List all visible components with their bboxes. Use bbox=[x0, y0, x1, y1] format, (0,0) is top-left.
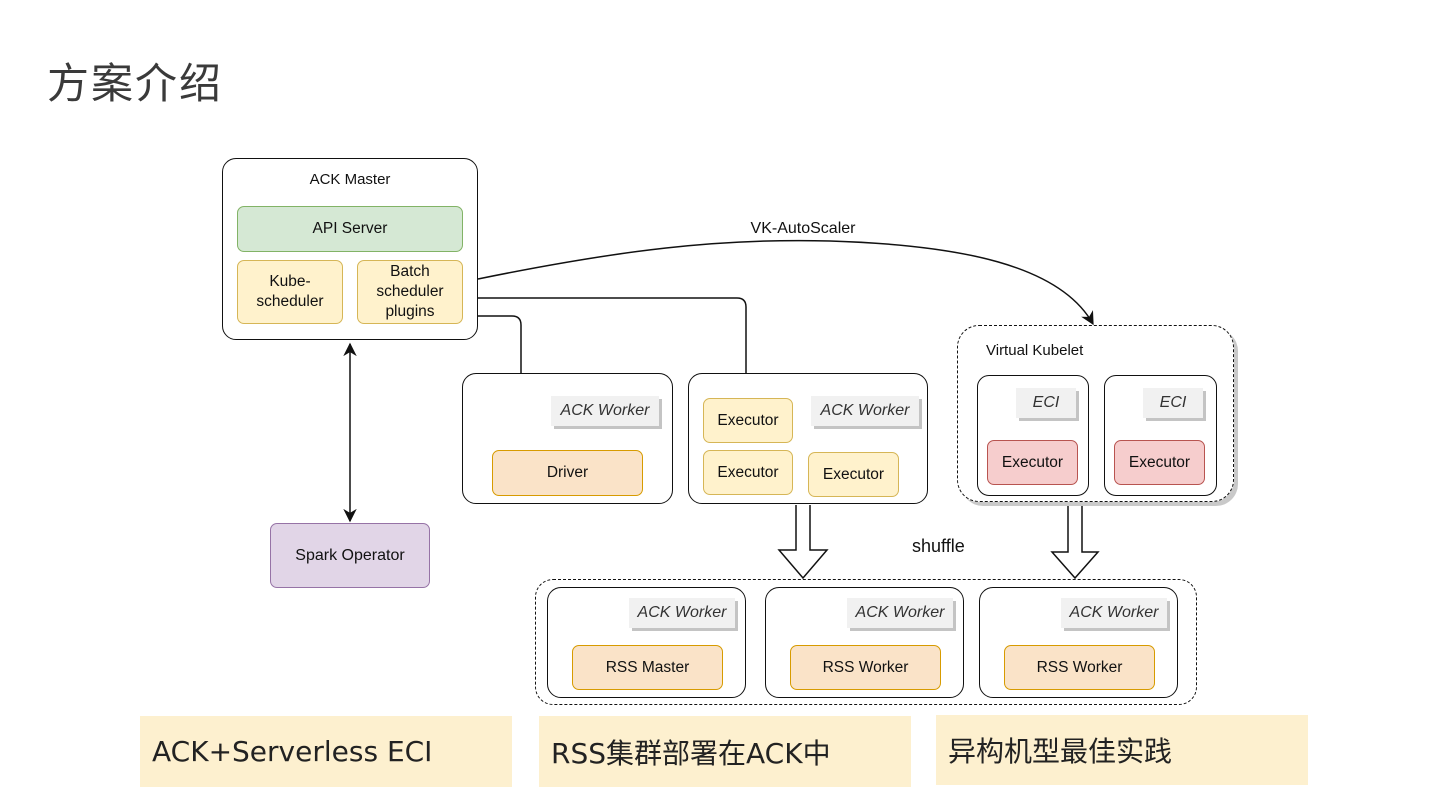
ack-worker-rss-node: ACK Worker RSS Worker bbox=[979, 587, 1178, 698]
ack-master-node: ACK Master API Server Kube- scheduler Ba… bbox=[222, 158, 478, 340]
shuffle-arrow-left bbox=[777, 505, 829, 580]
kube-scheduler-node[interactable]: Kube- scheduler bbox=[237, 260, 343, 324]
vk-autoscaler-label: VK-AutoScaler bbox=[750, 220, 856, 237]
ack-worker-executor-node: ACK Worker Executor Executor Executor bbox=[688, 373, 928, 504]
driver-node[interactable]: Driver bbox=[492, 450, 643, 496]
rss-cluster-group: ACK Worker RSS Master ACK Worker RSS Wor… bbox=[535, 579, 1197, 705]
shuffle-arrow-right bbox=[1050, 502, 1100, 580]
ack-worker-tag: ACK Worker bbox=[847, 598, 953, 628]
rss-worker-node[interactable]: RSS Worker bbox=[790, 645, 941, 690]
eci-node: ECI Executor bbox=[1104, 375, 1217, 496]
ack-worker-rss-node: ACK Worker RSS Master bbox=[547, 587, 746, 698]
executor-node[interactable]: Executor bbox=[808, 452, 899, 497]
eci-executor-node[interactable]: Executor bbox=[987, 440, 1078, 485]
footer-item-heterogeneous: 异构机型最佳实践 bbox=[936, 715, 1308, 785]
eci-tag: ECI bbox=[1143, 388, 1203, 418]
eci-tag: ECI bbox=[1016, 388, 1076, 418]
ack-worker-driver-node: ACK Worker Driver bbox=[462, 373, 673, 504]
executor-node[interactable]: Executor bbox=[703, 398, 793, 443]
footer-item-serverless-eci: ACK+Serverless ECI bbox=[140, 716, 512, 787]
executor-node[interactable]: Executor bbox=[703, 450, 793, 495]
rss-worker-node[interactable]: RSS Worker bbox=[1004, 645, 1155, 690]
eci-node: ECI Executor bbox=[977, 375, 1089, 496]
vk-autoscaler-edge bbox=[477, 239, 1094, 326]
rss-master-node[interactable]: RSS Master bbox=[572, 645, 723, 690]
virtual-kubelet-group: Virtual Kubelet ECI Executor ECI Executo… bbox=[957, 325, 1234, 502]
api-server-node[interactable]: API Server bbox=[237, 206, 463, 252]
eci-executor-node[interactable]: Executor bbox=[1114, 440, 1205, 485]
ack-worker-rss-node: ACK Worker RSS Worker bbox=[765, 587, 964, 698]
footer-item-rss-cluster: RSS集群部署在ACK中 bbox=[539, 716, 911, 787]
ack-worker-tag: ACK Worker bbox=[811, 396, 919, 426]
ack-worker-tag: ACK Worker bbox=[551, 396, 659, 426]
shuffle-label: shuffle bbox=[912, 536, 965, 556]
ack-worker-tag: ACK Worker bbox=[629, 598, 735, 628]
batch-scheduler-plugins-node[interactable]: Batch scheduler plugins bbox=[357, 260, 463, 324]
virtual-kubelet-label: Virtual Kubelet bbox=[986, 342, 1084, 359]
ack-worker-tag: ACK Worker bbox=[1061, 598, 1167, 628]
ack-master-label: ACK Master bbox=[309, 171, 391, 188]
slide-title: 方案介绍 bbox=[47, 59, 224, 108]
spark-operator-node[interactable]: Spark Operator bbox=[270, 523, 430, 588]
